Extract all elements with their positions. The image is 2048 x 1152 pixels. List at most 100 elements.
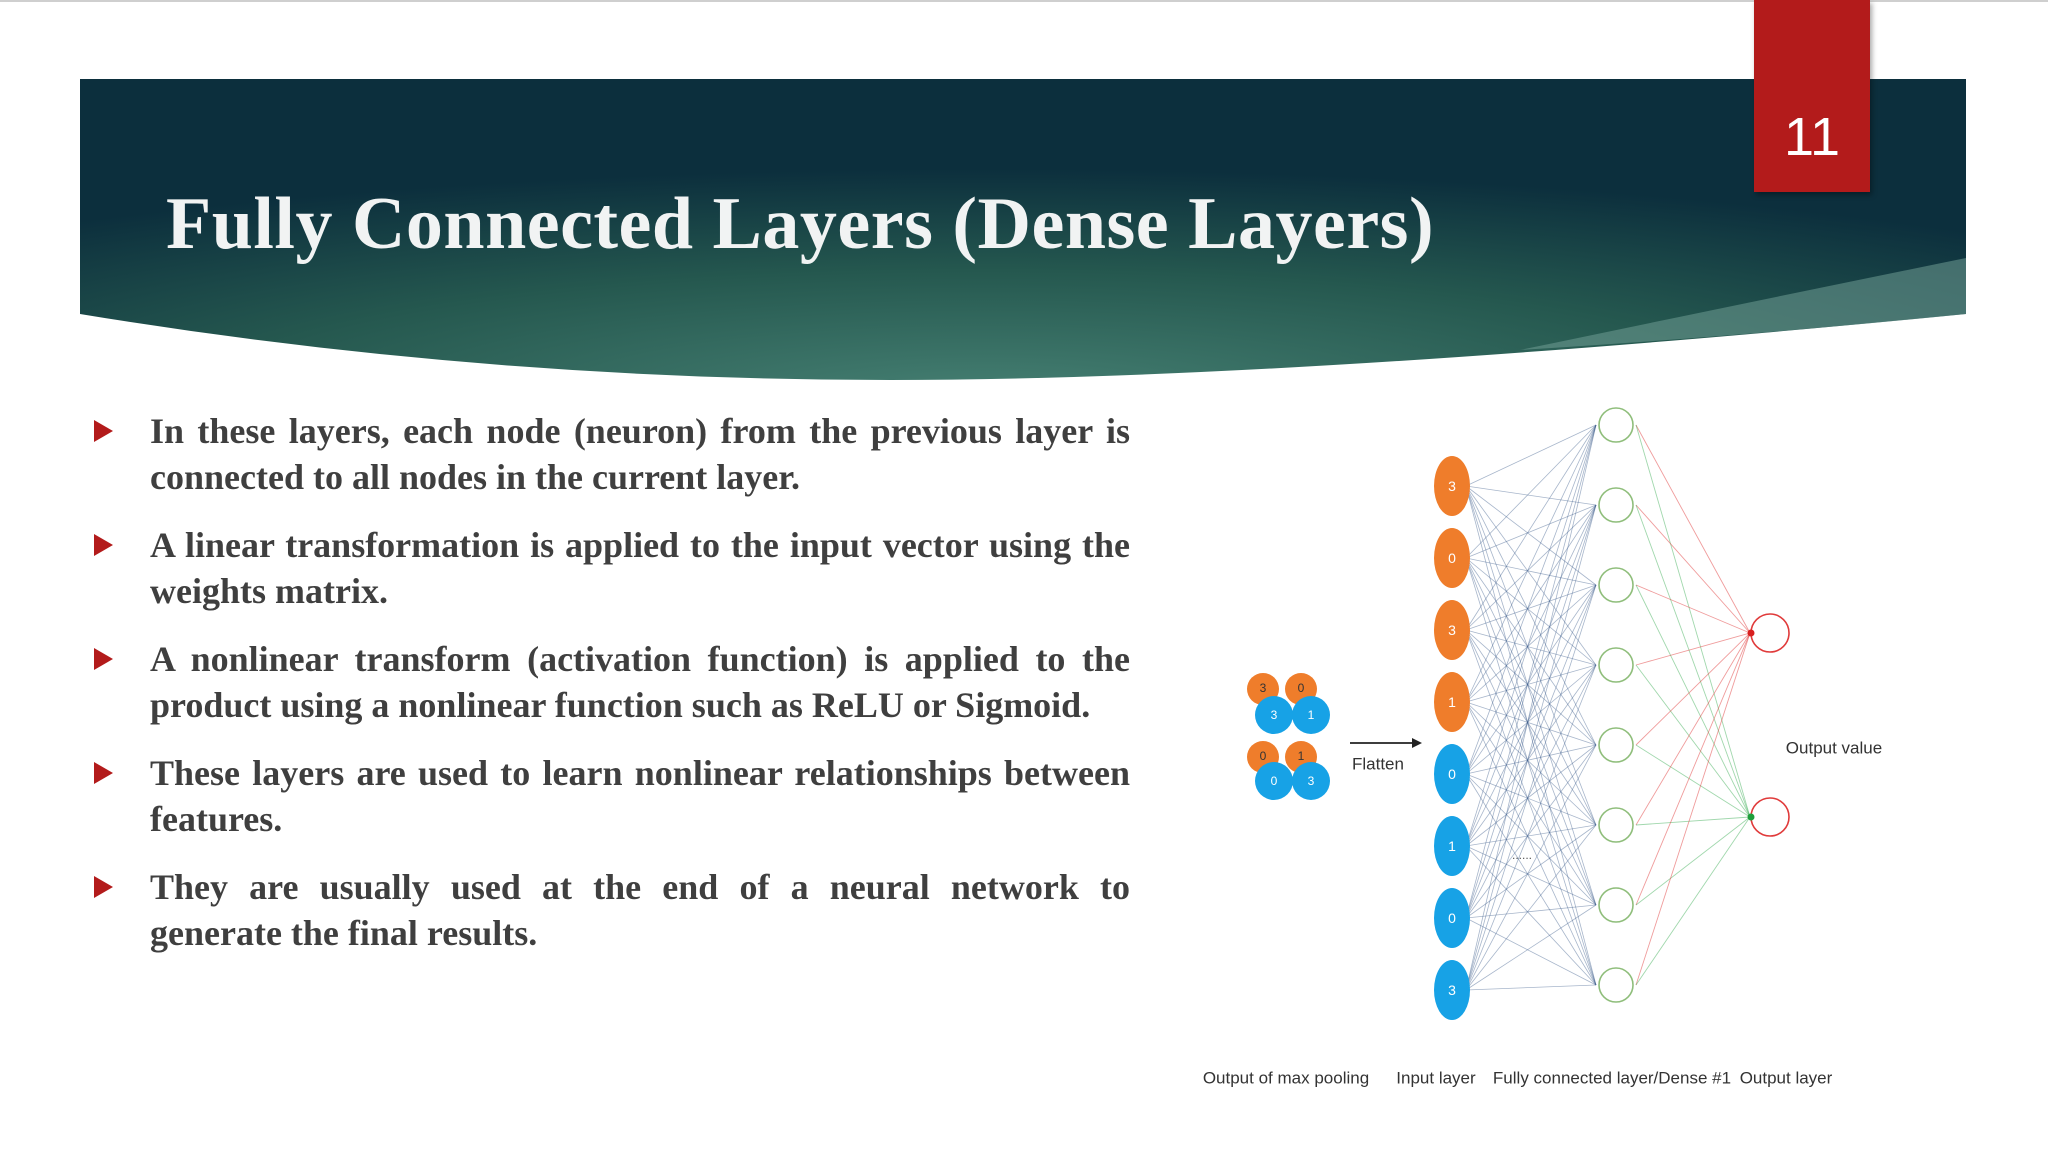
input-to-dense-edge [1465, 584, 1597, 775]
output-junction-dot [1747, 813, 1755, 821]
bullet-item: They are usually used at the end of a ne… [92, 864, 1130, 956]
input-to-dense-edge [1465, 744, 1597, 919]
input-to-dense-edge [1465, 424, 1597, 559]
input-neuron-value: 0 [1448, 766, 1456, 782]
input-to-dense-edge [1465, 629, 1597, 746]
input-to-dense-edge [1465, 917, 1597, 986]
input-to-dense-edge [1465, 773, 1597, 986]
input-to-dense-edge [1465, 485, 1597, 586]
caption-input-layer: Input layer [1396, 1069, 1476, 1088]
input-to-dense-edge [1465, 744, 1597, 991]
input-to-dense-edge [1465, 629, 1597, 666]
pooling-blue-node [1292, 762, 1330, 800]
input-to-dense-edge [1465, 424, 1597, 991]
input-neuron-value: 0 [1448, 550, 1456, 566]
output-junction-dot [1747, 629, 1755, 637]
input-to-dense-edge [1465, 744, 1597, 775]
bullet-text: These layers are used to learn nonlinear… [150, 753, 1130, 839]
input-neuron-value: 3 [1448, 622, 1456, 638]
triangle-bullet-icon [94, 420, 113, 442]
input-to-dense-edge [1465, 584, 1597, 919]
dense-to-output-edge [1635, 504, 1751, 818]
input-to-dense-edge [1465, 824, 1597, 919]
input-to-dense-edge [1465, 664, 1597, 991]
input-to-dense-edge [1465, 485, 1597, 666]
input-to-dense-edge [1465, 424, 1597, 631]
dense-neuron [1598, 887, 1634, 923]
input-to-dense-edge [1465, 485, 1597, 746]
caption-max-pooling: Output of max pooling [1203, 1069, 1369, 1088]
bullet-item: These layers are used to learn nonlinear… [92, 750, 1130, 842]
dense-to-output-edge [1635, 424, 1751, 634]
input-to-dense-edge [1465, 584, 1597, 631]
input-to-dense-edge [1465, 744, 1597, 847]
input-to-dense-edge [1465, 485, 1597, 506]
input-neuron [1434, 672, 1470, 732]
input-neuron [1434, 528, 1470, 588]
input-neuron [1434, 600, 1470, 660]
input-to-dense-edge [1465, 664, 1597, 775]
input-to-dense-edge [1465, 504, 1597, 919]
input-to-dense-edge [1465, 701, 1597, 906]
triangle-bullet-icon [94, 534, 113, 556]
dense-to-output-edge [1635, 632, 1751, 666]
output-neuron [1750, 613, 1790, 653]
dense-to-output-edge [1635, 632, 1751, 826]
page-number: 11 [1783, 107, 1841, 167]
pooling-node-value: 3 [1260, 681, 1267, 695]
pooling-node-value: 1 [1298, 749, 1305, 763]
pooling-blue-node [1255, 762, 1293, 800]
input-to-dense-edge [1465, 845, 1597, 906]
input-to-dense-edge [1465, 701, 1597, 986]
output-value-label: Output value [1786, 739, 1882, 758]
input-to-dense-edge [1465, 664, 1597, 703]
input-to-dense-edge [1465, 904, 1597, 919]
input-neuron-value: 1 [1448, 694, 1456, 710]
input-neuron [1434, 888, 1470, 948]
input-to-dense-edge [1465, 557, 1597, 586]
bullet-list: In these layers, each node (neuron) from… [92, 408, 1130, 978]
input-neuron [1434, 456, 1470, 516]
input-neuron [1434, 744, 1470, 804]
input-to-dense-edge [1465, 845, 1597, 986]
input-to-dense-edge [1465, 701, 1597, 826]
input-neuron [1434, 816, 1470, 876]
input-to-dense-edge [1465, 904, 1597, 991]
pooling-node-value: 1 [1308, 708, 1315, 722]
dense-to-output-edge [1635, 664, 1751, 818]
dense-neuron [1598, 807, 1634, 843]
input-to-dense-edge [1465, 629, 1597, 826]
ellipsis-label: ...... [1512, 848, 1532, 862]
input-to-dense-edge [1465, 629, 1597, 906]
dense-neuron [1598, 487, 1634, 523]
dense-to-output-edge [1635, 744, 1751, 818]
title-banner [0, 0, 2048, 380]
dense-neuron [1598, 647, 1634, 683]
input-neuron-value: 1 [1448, 838, 1456, 854]
input-to-dense-edge [1465, 773, 1597, 906]
input-neuron [1434, 960, 1470, 1020]
input-to-dense-edge [1465, 629, 1597, 986]
input-to-dense-edge [1465, 485, 1597, 986]
dense-to-output-edge [1635, 632, 1751, 986]
input-to-dense-edge [1465, 424, 1597, 847]
caption-dense-layer: Fully connected layer/Dense #1 [1493, 1069, 1731, 1088]
pooling-node-value: 0 [1271, 774, 1278, 788]
caption-output-layer: Output layer [1740, 1069, 1833, 1088]
dense-to-output-edge [1635, 816, 1751, 826]
output-neuron [1750, 797, 1790, 837]
input-to-dense-edge [1465, 424, 1597, 775]
input-to-dense-edge [1465, 557, 1597, 666]
input-to-dense-edge [1465, 584, 1597, 703]
input-to-dense-edge [1465, 504, 1597, 847]
slide-title: Fully Connected Layers (Dense Layers) [166, 183, 1435, 265]
input-to-dense-edge [1465, 557, 1597, 906]
input-to-dense-edge [1465, 485, 1597, 826]
input-to-dense-edge [1465, 504, 1597, 559]
input-to-dense-edge [1465, 424, 1597, 487]
input-to-dense-edge [1465, 824, 1597, 847]
dense-neuron [1598, 407, 1634, 443]
input-to-dense-edge [1465, 773, 1597, 826]
input-to-dense-edge [1465, 424, 1597, 919]
